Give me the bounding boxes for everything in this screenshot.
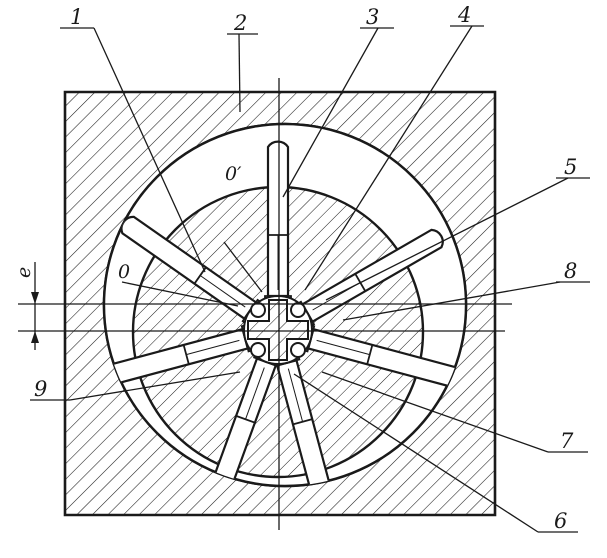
label-8: 8 [564,259,577,283]
vane-top [264,140,292,304]
hub-ball-4 [290,342,306,358]
hub-ball-3 [250,342,266,358]
hub-ball-1 [250,302,266,318]
label-5: 5 [564,155,577,179]
label-6: 6 [554,509,567,533]
label-7: 7 [560,429,574,453]
label-2: 2 [233,11,247,35]
label-center-o-prime: 0′ [225,163,242,185]
label-e: e [13,267,35,278]
central-hub [243,295,313,365]
hub-cross-shaft [247,299,309,361]
leader-lines [30,25,590,533]
center-lines [18,78,512,530]
label-9: 9 [34,377,47,401]
vanes-group [104,140,462,486]
label-center-o: 0 [118,261,130,283]
label-4: 4 [457,3,471,27]
hub-ball-2 [290,302,306,318]
label-1: 1 [70,5,83,29]
eccentricity-dimension [31,262,39,350]
label-3: 3 [366,5,379,29]
vane-upper-right [293,228,444,330]
